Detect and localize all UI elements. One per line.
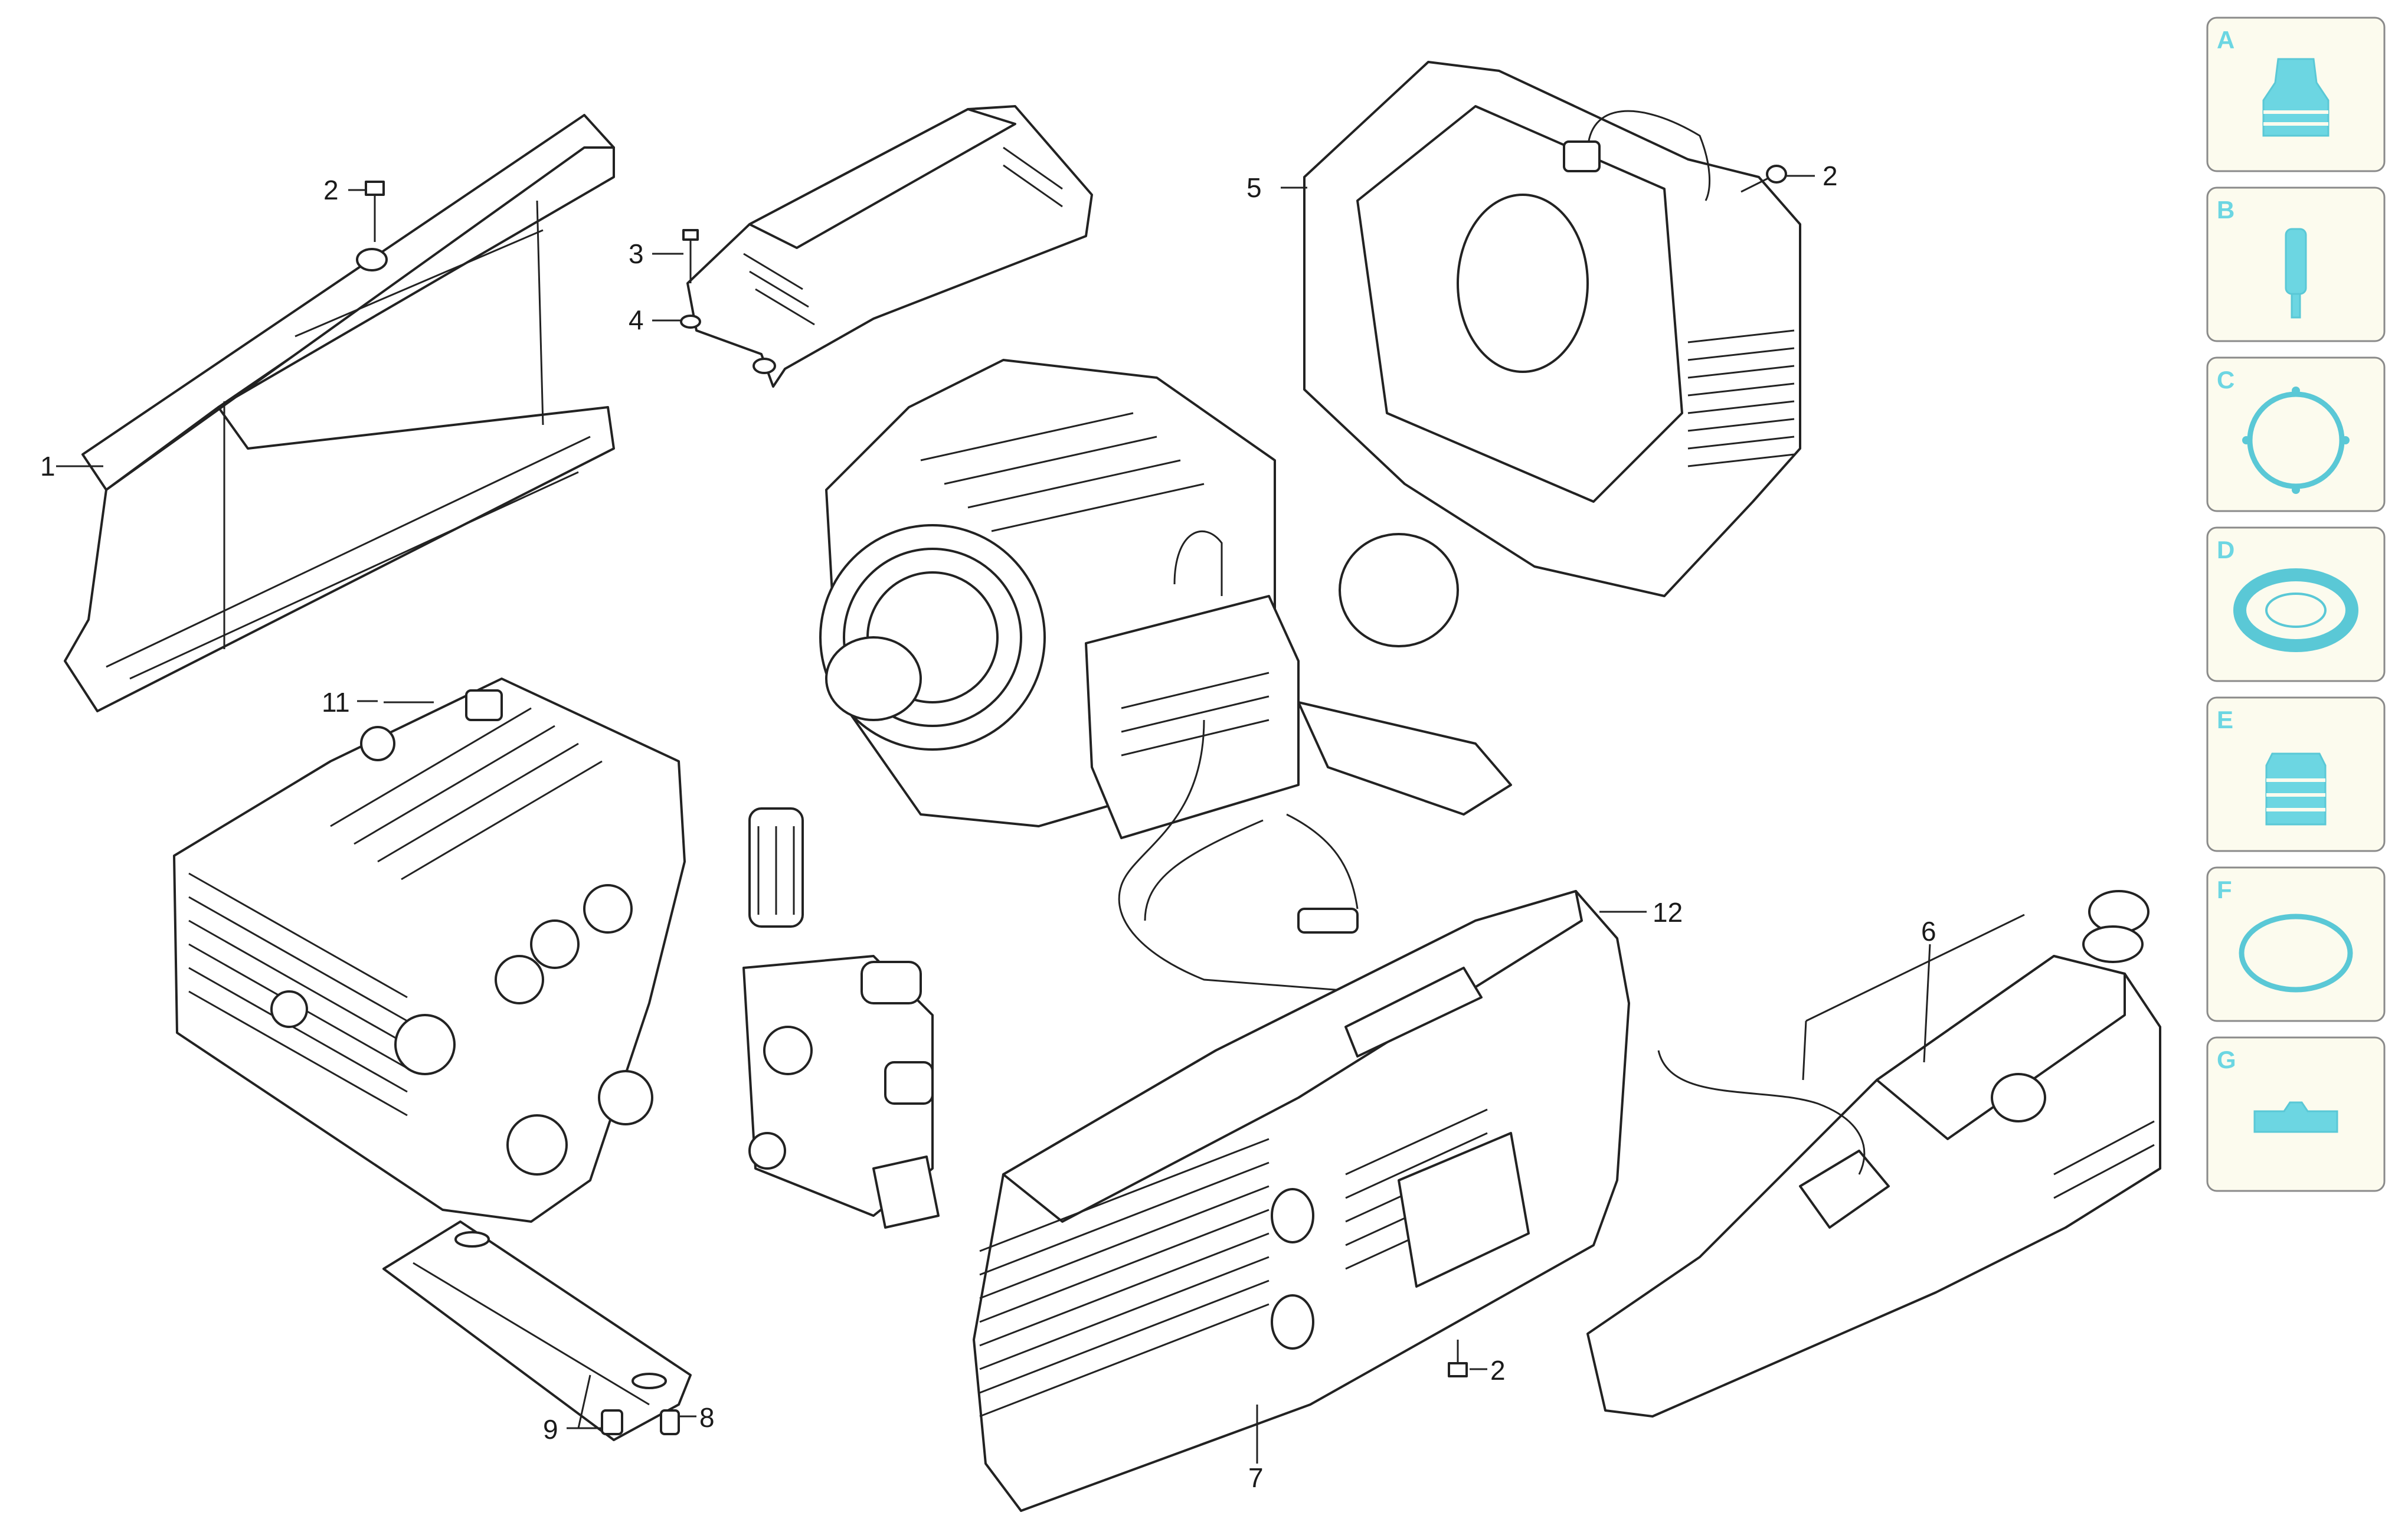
legend-letter-a: A — [2217, 26, 2234, 54]
legend-tile-d[interactable]: D — [2206, 526, 2386, 682]
callout-2-upper-left: 2 — [323, 175, 339, 205]
legend-letter-d: D — [2217, 536, 2234, 564]
callout-2-upper-right: 2 — [1823, 161, 1838, 191]
callout-8: 8 — [699, 1402, 715, 1433]
part-1-side-frame — [56, 114, 615, 712]
callout-9: 9 — [543, 1414, 558, 1445]
callout-12: 12 — [1653, 897, 1683, 928]
o-ring-icon — [2239, 914, 2353, 993]
part-6-tank — [1586, 890, 2161, 1418]
flange-gasket-icon — [2242, 387, 2350, 494]
callout-labels: 1 2 2 2 3 4 5 6 7 8 9 11 12 — [40, 161, 1936, 1493]
screw-2-upper-left — [348, 181, 385, 242]
legend-letter-c: C — [2217, 366, 2234, 394]
legend-tile-a[interactable]: A — [2206, 17, 2386, 172]
callout-1: 1 — [40, 451, 55, 482]
unloader-valve — [742, 807, 940, 1229]
callout-3: 3 — [629, 238, 644, 269]
legend-panel: A B C — [2206, 17, 2386, 1192]
part-3-4-handle — [652, 105, 1093, 388]
callout-7: 7 — [1248, 1462, 1264, 1493]
nozzle-cap-icon — [2262, 58, 2330, 137]
ribbed-fitting-icon — [2265, 752, 2327, 826]
part-9-base-plate — [382, 1220, 696, 1441]
legend-letter-g: G — [2217, 1046, 2236, 1073]
legend-letter-b: B — [2217, 196, 2234, 224]
base-plate-icon — [2253, 1101, 2338, 1133]
screw-2-lower — [1448, 1340, 1487, 1377]
part-5-fan-shroud — [1281, 61, 1801, 597]
callout-4: 4 — [629, 305, 644, 335]
callout-6: 6 — [1921, 916, 1936, 947]
legend-tile-b[interactable]: B — [2206, 186, 2386, 342]
filter-cartridge-icon — [2285, 228, 2307, 319]
legend-tile-e[interactable]: E — [2206, 696, 2386, 852]
legend-tile-c[interactable]: C — [2206, 356, 2386, 512]
leader-6 — [1923, 944, 1931, 1063]
legend-tile-g[interactable]: G — [2206, 1036, 2386, 1192]
part-7-12-housing — [973, 890, 1647, 1512]
pump-assembly — [173, 677, 686, 1223]
electric-motor — [819, 359, 1512, 993]
callout-2-lower: 2 — [1490, 1355, 1506, 1386]
legend-tile-f[interactable]: F — [2206, 866, 2386, 1022]
callout-5: 5 — [1246, 172, 1262, 203]
legend-letter-e: E — [2217, 706, 2233, 734]
flat-seal-ring-icon — [2233, 568, 2358, 652]
screw-2-upper-right — [1740, 165, 1815, 193]
callout-11: 11 — [322, 687, 350, 718]
legend-letter-f: F — [2217, 876, 2232, 904]
